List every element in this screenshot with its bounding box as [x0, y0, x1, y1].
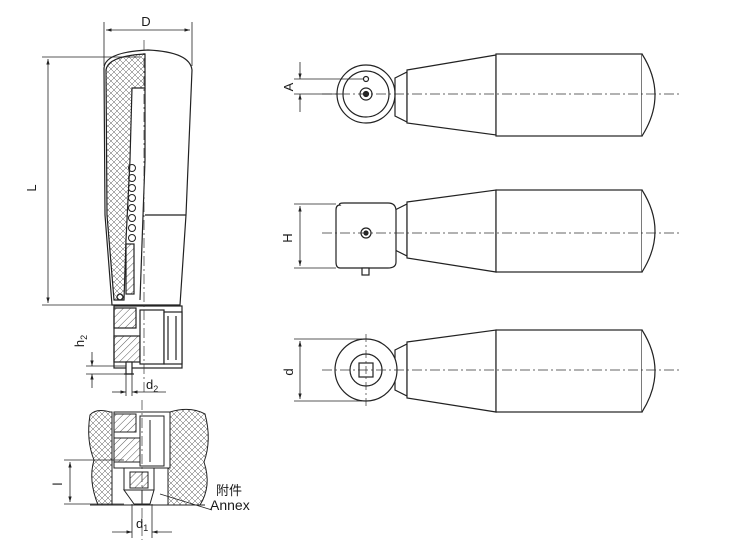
section-view-handle [103, 49, 193, 375]
side-view-2 [335, 189, 656, 276]
dimension-l [64, 459, 124, 505]
label-D: D [141, 14, 150, 29]
annex-label-cn: 附件 [216, 483, 242, 498]
label-l: l [50, 482, 65, 485]
annex-leader [159, 493, 213, 511]
dimension-d1 [112, 504, 172, 538]
label-H: H [280, 233, 295, 242]
label-d1: d1 [136, 516, 148, 533]
spring [128, 164, 136, 242]
dimension-L [42, 56, 140, 306]
dimension-h2 [86, 352, 126, 388]
annex-view [88, 408, 209, 506]
side-view-3 [334, 329, 656, 413]
label-h2: h2 [72, 335, 89, 347]
label-d2: d2 [146, 377, 158, 394]
dimension-D [103, 22, 193, 66]
dimension-d [294, 338, 362, 402]
annex-label-en: Annex [210, 497, 250, 513]
dimension-d2 [112, 374, 166, 396]
label-L: L [24, 184, 39, 191]
label-d: d [281, 368, 296, 375]
side-view-1 [336, 53, 656, 137]
dimension-H [294, 203, 336, 269]
dimension-A [294, 62, 364, 112]
label-A: A [281, 82, 296, 91]
